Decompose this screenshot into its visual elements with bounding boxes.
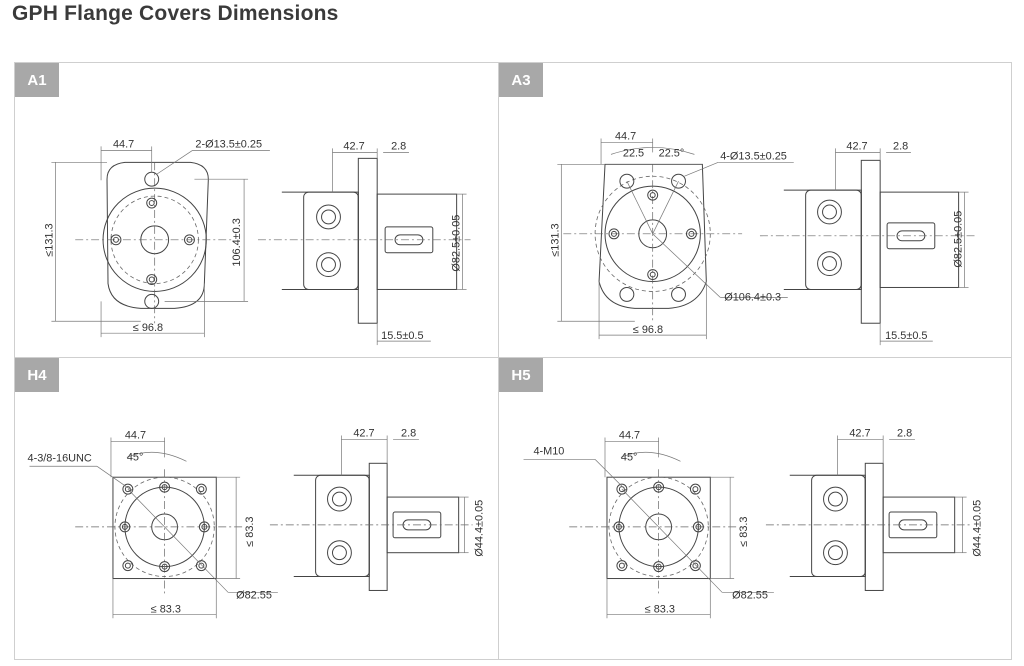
a3-front-top-width: 44.7 [615, 130, 636, 142]
a1-front-bolt-circle: 106.4±0.3 [231, 218, 243, 266]
page-title: GPH Flange Covers Dimensions [12, 2, 339, 25]
a3-side-width: 42.7 [846, 140, 867, 152]
h5-front-thread-spec: 4-M10 [533, 445, 564, 457]
h4-side-thickness: 2.8 [401, 427, 416, 439]
a3-side-pilot-depth: 15.5±0.5 [885, 330, 927, 342]
a1-front-top-width: 44.7 [113, 138, 134, 150]
a1-front-view [51, 146, 270, 338]
h4-front-angle: 45° [127, 451, 144, 463]
a3-side-view [759, 148, 977, 346]
a1-front-height: ≤131.3 [43, 223, 55, 256]
a3-side-pilot: Ø82.5±0.05 [953, 211, 965, 268]
h5-front-bottom-width: ≤ 83.3 [645, 603, 675, 615]
h4-front-bolt-circle: Ø82.55 [236, 589, 272, 601]
a1-side-view [257, 148, 471, 346]
a1-front-bottom-width: ≤ 96.8 [133, 322, 163, 334]
h4-front-thread-spec: 4-3/8-16UNC [28, 452, 92, 464]
a1-side-width: 42.7 [343, 140, 364, 152]
panel-a3-badge: A3 [499, 63, 543, 97]
h4-side-view [269, 435, 473, 591]
a3-front-view [557, 138, 794, 340]
h4-side-pilot: Ø44.4±0.05 [473, 500, 485, 557]
a3-front-bottom-width: ≤ 96.8 [633, 324, 663, 336]
a1-drawing: 44.7 2-Ø13.5±0.25 ≤131.3 106.4±0.3 ≤ 96.… [43, 138, 471, 346]
h4-side-width: 42.7 [353, 427, 374, 439]
h4-front-bottom-width: ≤ 83.3 [151, 603, 181, 615]
h5-drawing: 44.7 4-M10 45° ≤ 83.3 Ø82.55 ≤ 83.3 42.7… [523, 427, 984, 619]
h5-front-top-width: 44.7 [619, 429, 640, 441]
a1-side-thickness: 2.8 [391, 140, 406, 152]
panel-a1: 44.7 2-Ø13.5±0.25 ≤131.3 106.4±0.3 ≤ 96.… [14, 62, 499, 358]
a3-drawing: 44.7 22.5 22.5° 4-Ø13.5±0.25 ≤131.3 Ø106… [549, 130, 977, 346]
a3-front-angle-right: 22.5° [659, 147, 685, 159]
a3-front-height: ≤131.3 [549, 223, 561, 256]
a3-side-thickness: 2.8 [893, 140, 908, 152]
panel-a1-badge: A1 [15, 63, 59, 97]
h4-front-height: ≤ 83.3 [244, 516, 256, 546]
a1-side-pilot: Ø82.5±0.05 [451, 215, 463, 272]
h5-side-width: 42.7 [849, 427, 870, 439]
panel-h4-badge: H4 [15, 358, 59, 392]
h5-front-bolt-circle: Ø82.55 [732, 589, 768, 601]
panel-a3: 44.7 22.5 22.5° 4-Ø13.5±0.25 ≤131.3 Ø106… [498, 62, 1012, 358]
h5-front-view [523, 437, 774, 619]
h5-front-height: ≤ 83.3 [738, 516, 750, 546]
h4-drawing: 44.7 4-3/8-16UNC 45° ≤ 83.3 Ø82.55 ≤ 83.… [28, 427, 485, 619]
h5-side-thickness: 2.8 [897, 427, 912, 439]
h5-front-angle: 45° [621, 451, 637, 463]
a3-front-angle-left: 22.5 [623, 147, 644, 159]
panel-h5: 44.7 4-M10 45° ≤ 83.3 Ø82.55 ≤ 83.3 42.7… [498, 357, 1012, 660]
a1-side-pilot-depth: 15.5±0.5 [381, 330, 423, 342]
h4-front-top-width: 44.7 [125, 429, 146, 441]
panel-h4: 44.7 4-3/8-16UNC 45° ≤ 83.3 Ø82.55 ≤ 83.… [14, 357, 499, 660]
a3-front-hole-spec: 4-Ø13.5±0.25 [720, 150, 787, 162]
h5-side-pilot: Ø44.4±0.05 [972, 500, 984, 557]
h5-side-view [765, 435, 971, 591]
a3-front-bolt-circle: Ø106.4±0.3 [724, 291, 781, 303]
a1-front-hole-spec: 2-Ø13.5±0.25 [195, 138, 262, 150]
panel-h5-badge: H5 [499, 358, 543, 392]
